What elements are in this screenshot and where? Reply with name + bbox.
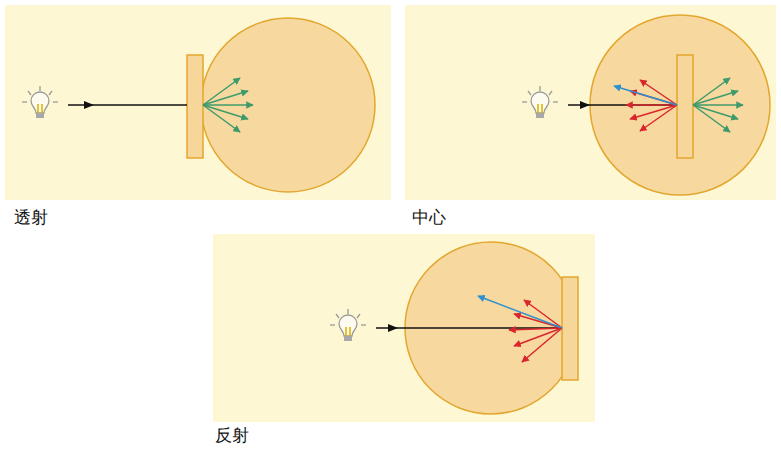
reflection-panel bbox=[213, 234, 595, 422]
sample-plate bbox=[187, 55, 203, 158]
specular-ray bbox=[478, 296, 562, 328]
panel-ground bbox=[405, 5, 776, 200]
specular-ray bbox=[614, 86, 677, 105]
light-bulb bbox=[330, 309, 366, 341]
reflected-rays bbox=[509, 300, 562, 362]
transmitted-rays bbox=[693, 78, 743, 132]
panel-caption: 反射 bbox=[215, 425, 249, 445]
panel-caption: 透射 bbox=[14, 207, 48, 227]
light-bulb bbox=[522, 86, 558, 118]
arrow-head bbox=[84, 101, 94, 109]
panel-ground bbox=[5, 5, 391, 200]
sample-sphere bbox=[201, 18, 375, 192]
transmission-panel bbox=[5, 5, 391, 200]
arrow-head bbox=[580, 101, 590, 109]
reflected-rays bbox=[626, 80, 677, 131]
panel-caption: 中心 bbox=[412, 207, 446, 227]
transmitted-rays bbox=[203, 78, 253, 132]
sample-plate bbox=[562, 277, 578, 380]
arrow-head bbox=[388, 324, 398, 332]
sample-plate bbox=[677, 55, 693, 158]
center-panel bbox=[405, 5, 776, 200]
panel-ground bbox=[213, 234, 595, 422]
light-bulb bbox=[22, 86, 58, 118]
